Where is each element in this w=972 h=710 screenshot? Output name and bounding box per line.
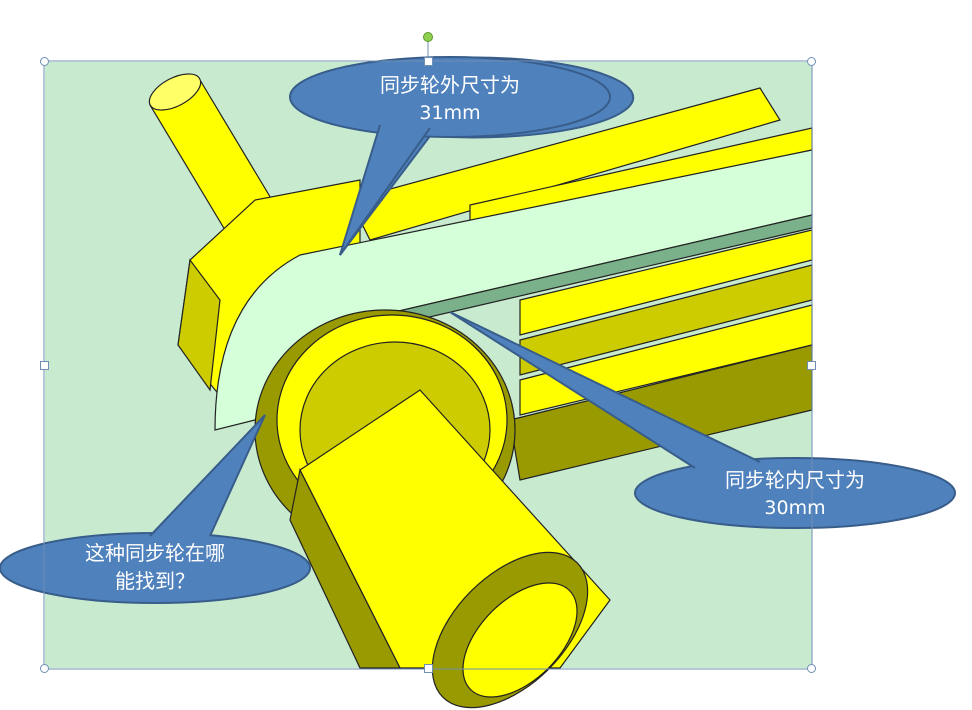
callout-inner-size[interactable]: 同步轮内尺寸为 30mm — [675, 466, 915, 522]
callout-question-line1: 这种同步轮在哪 — [85, 541, 225, 565]
callout-outer-line2: 31mm — [419, 102, 481, 124]
cad-model-image[interactable] — [144, 66, 813, 710]
resize-handle-right[interactable] — [807, 361, 816, 370]
resize-handle-top-right[interactable] — [807, 57, 816, 66]
resize-handle-top[interactable] — [424, 57, 433, 66]
callout-inner-line1: 同步轮内尺寸为 — [725, 468, 865, 492]
callout-question-line2: 能找到？ — [115, 569, 195, 593]
callout-outer-line1: 同步轮外尺寸为 — [380, 73, 520, 97]
resize-handle-bottom[interactable] — [424, 664, 433, 673]
resize-handle-bottom-right[interactable] — [807, 664, 816, 673]
callout-inner-line2: 30mm — [764, 497, 826, 519]
callout-inner-size-shape[interactable] — [634, 457, 956, 529]
resize-handle-left[interactable] — [40, 361, 49, 370]
rotate-handle[interactable] — [423, 32, 433, 42]
resize-handle-bottom-left[interactable] — [40, 664, 49, 673]
callout-question[interactable]: 这种同步轮在哪 能找到？ — [35, 539, 275, 595]
callout-outer-size[interactable]: 同步轮外尺寸为 31mm — [330, 71, 570, 127]
resize-handle-top-left[interactable] — [40, 57, 49, 66]
